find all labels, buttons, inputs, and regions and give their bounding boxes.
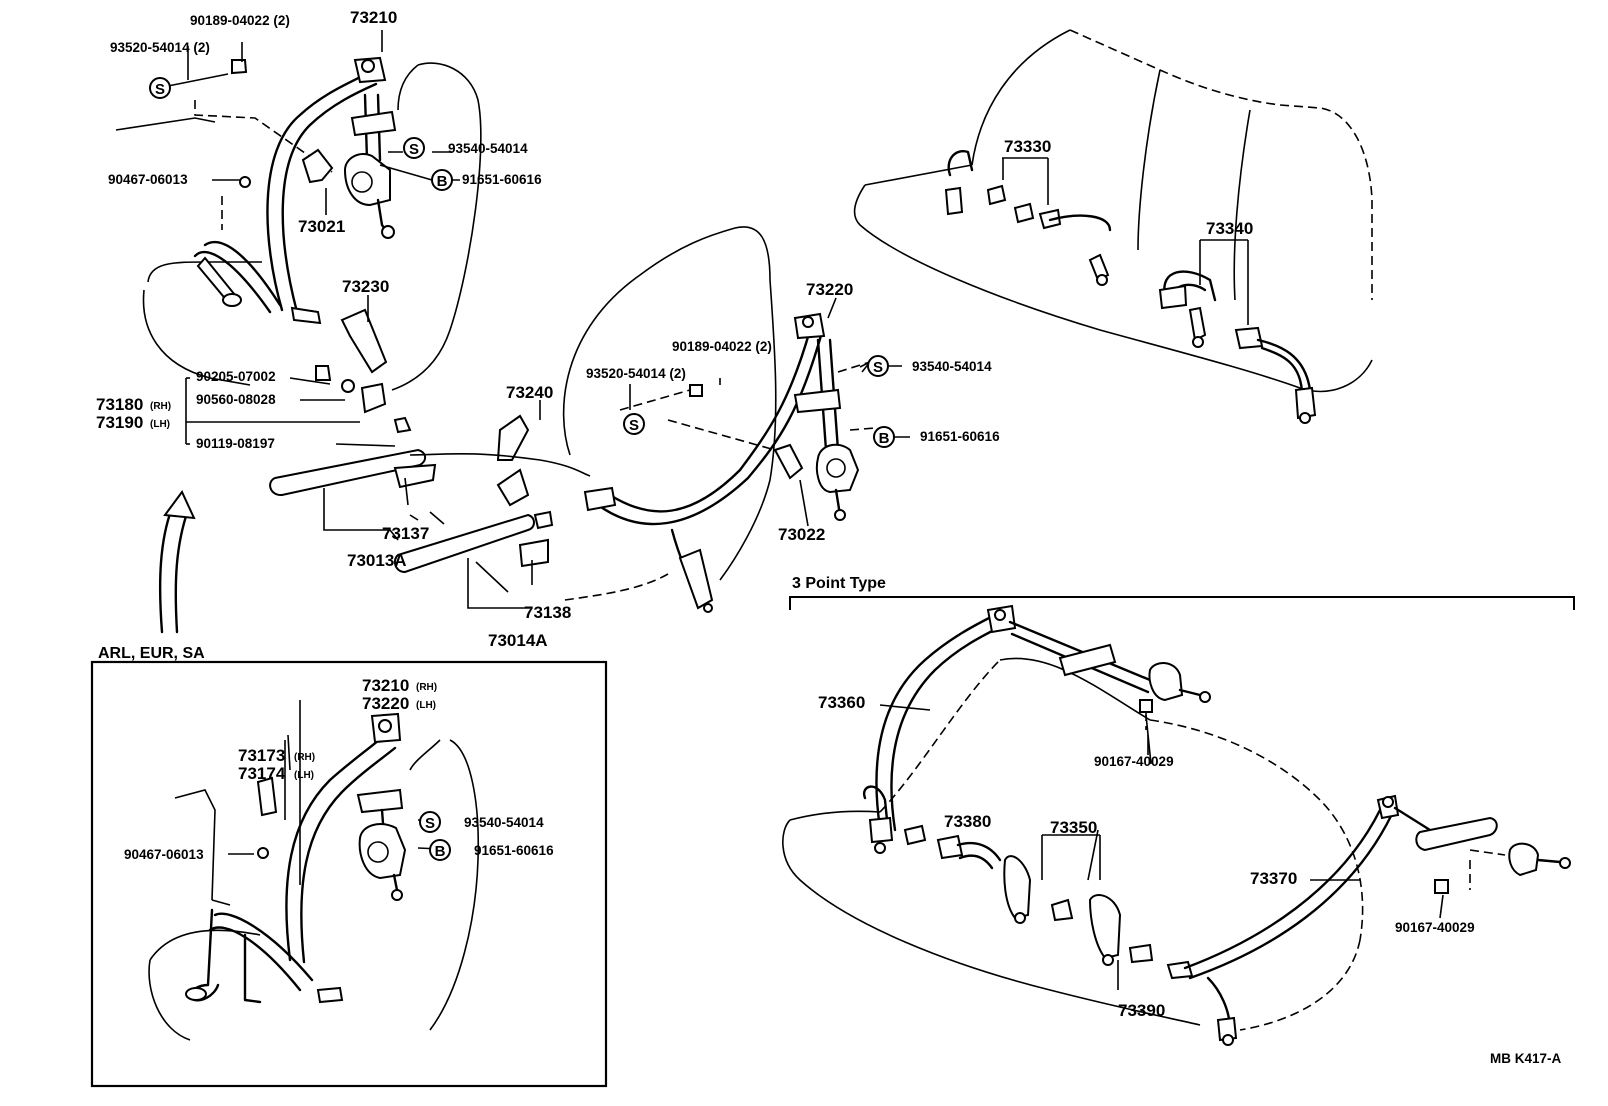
part-label-73022: 73022	[778, 525, 825, 544]
part-label-90167-40029: 90167-40029	[1094, 754, 1174, 769]
part-label-73220: 73220	[806, 280, 853, 299]
part-label-73350: 73350	[1050, 818, 1097, 837]
part-label-73360: 73360	[818, 693, 865, 712]
front-seatbelt-73210	[193, 56, 412, 434]
front-seat-right	[562, 226, 876, 613]
b-symbol	[431, 169, 453, 191]
part-label-73173: 73173	[238, 746, 285, 765]
part-label-73390: 73390	[1118, 1001, 1165, 1020]
part-label-73021: 73021	[298, 217, 345, 236]
part-label-73137: 73137	[382, 524, 429, 543]
part-label-91651-60616: 91651-60616	[920, 429, 1000, 444]
part-label-91651-60616: 91651-60616	[474, 843, 554, 858]
b-symbol-letter: B	[879, 430, 890, 447]
part-label-73180: 73180	[96, 395, 143, 414]
b-symbol-letter: B	[435, 843, 446, 860]
arl-inset-box	[90, 660, 608, 1088]
rear-seat-lap-type	[853, 29, 1373, 424]
part-label-90467-06013: 90467-06013	[124, 847, 204, 862]
part-label-73190: 73190	[96, 413, 143, 432]
section-title-arl-eur-sa: ARL, EUR, SA	[98, 645, 205, 662]
part-label-90467-06013: 90467-06013	[108, 172, 188, 187]
part-label-90189-04022: 90189-04022 (2)	[190, 13, 290, 28]
s-symbol	[419, 811, 441, 833]
part-label-73220: 73220	[362, 694, 409, 713]
s-symbol	[867, 355, 889, 377]
part-label-73138: 73138	[524, 603, 571, 622]
part-label-73013a: 73013A	[347, 551, 407, 570]
s-symbol-letter: S	[409, 141, 419, 158]
part-label-90167-40029: 90167-40029	[1395, 920, 1475, 935]
part-label-90189-04022: 90189-04022 (2)	[672, 339, 772, 354]
rear-seat-3-point	[782, 604, 1571, 1046]
part-label-73190-side: (LH)	[150, 419, 170, 430]
part-label-73174: 73174	[238, 764, 286, 783]
part-label-90205-07002: 90205-07002	[196, 369, 276, 384]
s-symbol-letter: S	[425, 815, 435, 832]
part-label-73340: 73340	[1206, 219, 1253, 238]
b-symbol	[429, 839, 451, 861]
s-symbol-letter: S	[629, 417, 639, 434]
part-label-73330: 73330	[1004, 137, 1051, 156]
stalk-buckles	[269, 414, 669, 609]
part-label-73173-side: (RH)	[294, 752, 315, 763]
part-label-73210: 73210	[362, 676, 409, 695]
part-label-73014a: 73014A	[488, 631, 548, 650]
part-label-73180-side: (RH)	[150, 401, 171, 412]
part-label-73210: 73210	[350, 8, 397, 27]
part-label-93520-54014: 93520-54014 (2)	[586, 366, 686, 381]
s-symbol-letter: S	[155, 81, 165, 98]
diagram-reference-code: MB K417-A	[1490, 1051, 1562, 1066]
pointer-arrow	[158, 490, 196, 634]
part-label-90560-08028: 90560-08028	[196, 392, 276, 407]
s-symbol	[149, 77, 171, 99]
part-label-73380: 73380	[944, 812, 991, 831]
part-label-73370: 73370	[1250, 869, 1297, 888]
b-symbol	[873, 426, 895, 448]
s-symbol	[623, 413, 645, 435]
s-symbol	[403, 137, 425, 159]
part-label-93540-54014: 93540-54014	[448, 141, 528, 156]
s-symbol-letter: S	[873, 359, 883, 376]
part-label-90119-08197: 90119-08197	[196, 436, 275, 451]
section-title-3-point-type: 3 Point Type	[792, 575, 886, 592]
part-label-73230: 73230	[342, 277, 389, 296]
leader-lines	[167, 30, 1444, 919]
part-label-93540-54014: 93540-54014	[464, 815, 544, 830]
part-label-73174-side: (LH)	[294, 770, 314, 781]
three-point-bracket	[789, 596, 1575, 610]
part-label-73210-side: (RH)	[416, 682, 437, 693]
part-label-93520-54014: 93520-54014 (2)	[110, 40, 210, 55]
part-label-73220-side: (LH)	[416, 700, 436, 711]
part-label-91651-60616: 91651-60616	[462, 172, 542, 187]
b-symbol-letter: B	[437, 173, 448, 190]
part-label-73240: 73240	[506, 383, 553, 402]
part-label-93540-54014: 93540-54014	[912, 359, 992, 374]
